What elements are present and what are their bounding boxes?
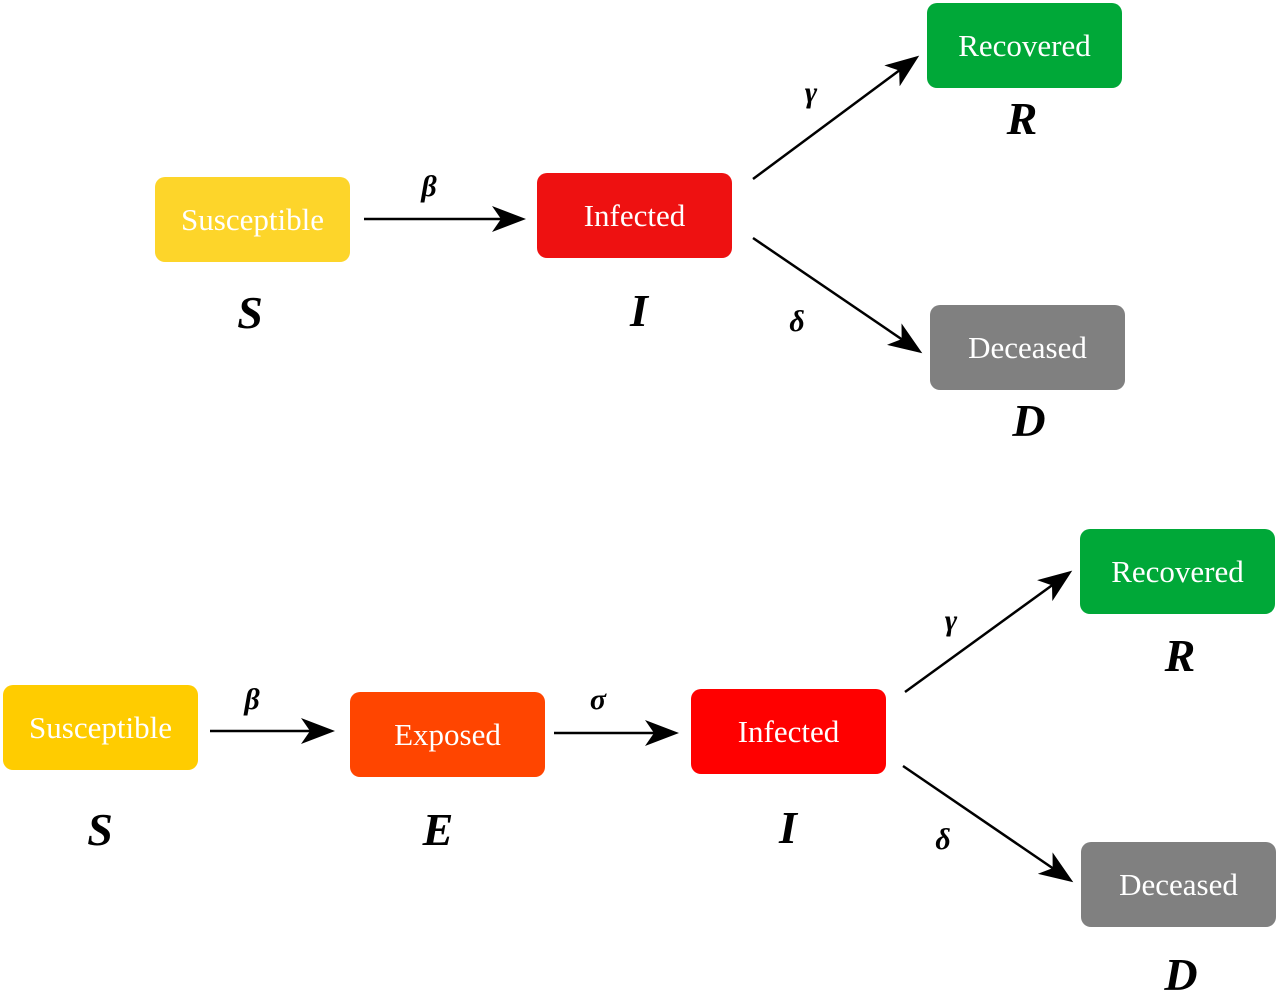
symbol-d-seird: D <box>1164 949 1198 1000</box>
exposed-box-seird: Exposed <box>350 692 545 777</box>
deceased-label: Deceased <box>1119 866 1238 902</box>
arrow-i-to-r-seird <box>904 570 1073 694</box>
exposed-label: Exposed <box>394 716 501 752</box>
recovered-label: Recovered <box>958 27 1091 63</box>
symbol-d-sird: D <box>1012 395 1046 446</box>
susceptible-box-seird: Susceptible <box>3 685 198 770</box>
symbol-i-seird: I <box>779 802 797 853</box>
infected-label: Infected <box>583 197 686 233</box>
symbol-s-sird: S <box>237 287 263 338</box>
rate-sigma-seird: σ <box>589 683 607 716</box>
arrow-i-to-d-seird <box>902 764 1074 883</box>
recovered-label: Recovered <box>1111 553 1244 589</box>
susceptible-box-sird: Susceptible <box>155 177 350 262</box>
symbol-r-sird: R <box>1006 93 1038 144</box>
rate-beta-seird: β <box>244 683 260 716</box>
symbol-e-seird: E <box>422 804 454 855</box>
rate-beta-sird: β <box>421 170 437 203</box>
deceased-box-sird: Deceased <box>930 305 1125 390</box>
symbol-s-seird: S <box>87 804 113 855</box>
recovered-box-seird: Recovered <box>1080 529 1275 614</box>
rate-gamma-sird: γ <box>804 76 818 109</box>
infected-label: Infected <box>737 713 840 749</box>
rate-gamma-seird: γ <box>944 604 958 637</box>
rate-delta-sird: δ <box>789 305 805 338</box>
susceptible-label: Susceptible <box>181 201 324 237</box>
recovered-box-sird: Recovered <box>927 3 1122 88</box>
symbol-r-seird: R <box>1164 630 1196 681</box>
symbol-i-sird: I <box>630 285 648 336</box>
deceased-box-seird: Deceased <box>1081 842 1276 927</box>
rate-delta-seird: δ <box>935 823 951 856</box>
arrow-i-to-r-sird <box>752 55 920 181</box>
susceptible-label: Susceptible <box>29 709 172 745</box>
infected-box-sird: Infected <box>537 173 732 258</box>
arrow-i-to-d-sird <box>752 236 923 354</box>
infected-box-seird: Infected <box>691 689 886 774</box>
deceased-label: Deceased <box>968 329 1087 365</box>
